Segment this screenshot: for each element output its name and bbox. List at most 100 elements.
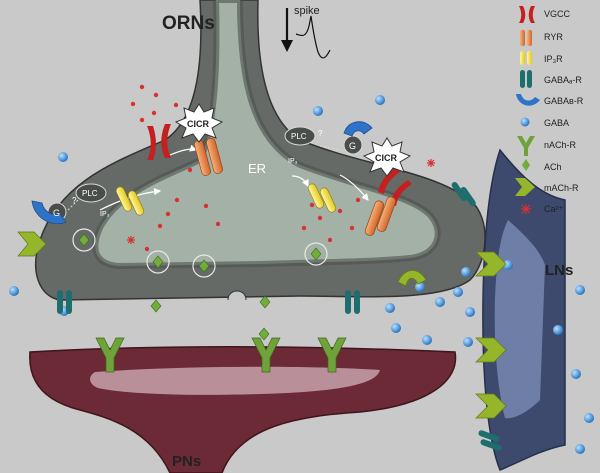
gaba-a-receptor-left-a (57, 290, 63, 314)
calcium-ion (153, 92, 159, 98)
gaba-a-receptor-top-right (451, 182, 476, 207)
legend-item-gaba-b-r: GABAʙ-R (516, 94, 584, 106)
legend-label-ach: ACh (544, 162, 562, 172)
gaba-a-receptor-top-right-a (451, 182, 467, 202)
gaba-molecule (575, 285, 585, 295)
gaba-b-g-links (67, 145, 341, 211)
gaba-molecule (461, 267, 471, 277)
calcium-ion (309, 202, 315, 208)
legend-item-ach: ACh (522, 159, 562, 172)
legend-item-gaba: GABA (520, 117, 569, 128)
vgcc-icon (519, 6, 535, 23)
legend-label-calcium: Ca²⁺ (544, 204, 564, 214)
calcium-ions (130, 84, 361, 252)
calcium-ion (151, 110, 157, 116)
ach-molecule (78, 233, 90, 247)
nach-receptor (95, 337, 125, 373)
ip3-label-left: IP₃ (100, 211, 110, 218)
gaba-a-receptor-icon (520, 70, 525, 88)
legend-label-vgcc: VGCC (544, 9, 571, 19)
calcium-ion (203, 203, 209, 209)
gaba-a-receptor-mid-b (354, 290, 360, 314)
ach-icon (522, 159, 530, 171)
gaba-molecule (9, 286, 19, 296)
legend-label-ryr: RYR (544, 32, 563, 42)
g-label-left: G (53, 208, 60, 218)
ip3-label-right: IP₃ (288, 158, 298, 165)
legend-item-ip3r: IP₃R (520, 51, 563, 65)
ip3r-right-b (319, 187, 337, 213)
gaba-a-receptor-icon-b (527, 70, 532, 88)
nach-receptor (251, 337, 281, 373)
legend-label-gaba-b-r: GABAʙ-R (544, 96, 584, 106)
vesicle (146, 250, 170, 274)
legend-item-mach-r: mACh-R (515, 178, 579, 196)
g-label-right: G (349, 141, 356, 151)
cicr-label-left: CICR (187, 119, 209, 129)
calcium-ion (139, 117, 145, 123)
gaba-a-receptor-top-right-b (460, 187, 476, 207)
ach-molecules (78, 233, 322, 341)
gaba-molecule (375, 95, 385, 105)
er-label: ER (248, 161, 266, 176)
ach-molecule (150, 299, 162, 313)
gaba-molecule (385, 303, 395, 313)
calcium-ion (301, 225, 307, 231)
mach-receptor-ln-top (475, 251, 507, 277)
gaba-molecule (453, 287, 463, 297)
mach-receptor-icon (515, 178, 535, 196)
plc-right (284, 126, 316, 146)
lns-label: LNs (545, 262, 573, 279)
gaba-molecule (391, 323, 401, 333)
calcium-ion (165, 211, 171, 217)
calcium-ion (355, 197, 361, 203)
ryr-left (194, 137, 223, 176)
legend-label-nach-r: nACh-R (544, 140, 577, 150)
gaba-a-receptor-left-b (66, 290, 72, 314)
arrow-ip3-right (291, 175, 309, 188)
calcium-bursts (127, 159, 435, 244)
g-to-plc-right (319, 145, 341, 151)
legend-label-gaba: GABA (544, 118, 569, 128)
legend-item-gaba-a-r: GABAₐ-R (520, 70, 582, 88)
calcium-burst (127, 236, 135, 244)
plc-label-right: PLC (291, 132, 307, 141)
ach-molecule (198, 259, 210, 273)
legend-label-ip3r: IP₃R (544, 54, 563, 64)
plc-left (75, 183, 107, 203)
question-label-left: ? (72, 196, 77, 205)
question-label-right: ? (318, 129, 323, 138)
spike-label: spike (294, 5, 320, 17)
ip3r-right-a (307, 183, 325, 209)
gaba-molecule (463, 337, 473, 347)
gaba-b-receptor-icon (516, 94, 540, 106)
calcium-ion (317, 215, 323, 221)
gaba-icon (520, 117, 530, 127)
ryr-icon-b (527, 30, 532, 46)
fusion-pore (227, 290, 247, 301)
plc-label-left: PLC (82, 189, 98, 198)
arrow-vgcc-to-ryr (169, 144, 198, 156)
nach-receptor-icon (517, 136, 535, 156)
legend-label-mach-r: mACh-R (544, 183, 579, 193)
vgcc-left-a (147, 126, 156, 160)
calcium-ion (337, 208, 343, 214)
calcium-ion (130, 101, 136, 107)
vgcc-left-b (161, 124, 171, 158)
spike-direction-arrowhead (281, 40, 293, 52)
cicr-label-right: CICR (375, 153, 397, 163)
calcium-ion (187, 167, 193, 173)
cicr-burst-left (174, 103, 224, 143)
mach-receptor-ln-low (475, 393, 507, 419)
calcium-icon (521, 204, 531, 214)
nach-receptors (95, 337, 347, 373)
ip3r-icon-b (527, 51, 532, 65)
vesicle (72, 228, 96, 252)
ryr-right-b (376, 196, 397, 232)
legend: VGCC RYR IP₃R GABAₐ-R GABAʙ-R GABA nACh-… (515, 6, 584, 214)
ryr-left-b (206, 137, 223, 174)
pn-terminal (29, 346, 457, 473)
gaba-a-receptor-left (57, 290, 72, 314)
ryr-icon (520, 30, 525, 46)
pn-inner (90, 366, 380, 395)
